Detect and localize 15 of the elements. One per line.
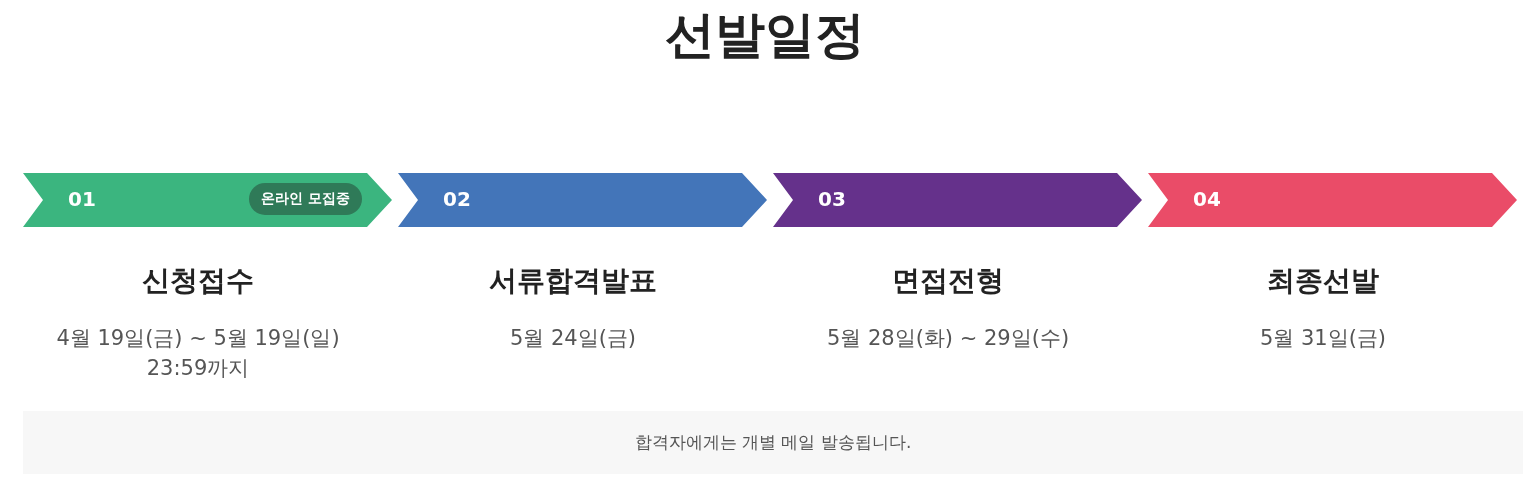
step-number: 01 — [68, 187, 96, 211]
step-title: 신청접수 — [141, 263, 255, 299]
step-date: 4월 19일(금) ~ 5월 19일(일) 23:59까지 — [55, 325, 341, 382]
status-badge: 온라인 모집중 — [249, 183, 362, 215]
step-date: 5월 28일(화) ~ 29일(수) — [825, 325, 1071, 352]
step-title: 최종선발 — [1266, 263, 1380, 299]
notice-text: 합격자에게는 개별 메일 발송됩니다. — [633, 431, 913, 454]
step-date: 5월 24일(금) — [508, 325, 638, 352]
page-title: 선발일정 — [663, 5, 866, 66]
step-title: 서류합격발표 — [488, 263, 658, 299]
step-date: 5월 31일(금) — [1258, 325, 1388, 352]
step-title: 면접전형 — [891, 263, 1005, 299]
step-number: 04 — [1193, 187, 1221, 211]
step-number: 03 — [818, 187, 846, 211]
step-number: 02 — [443, 187, 471, 211]
